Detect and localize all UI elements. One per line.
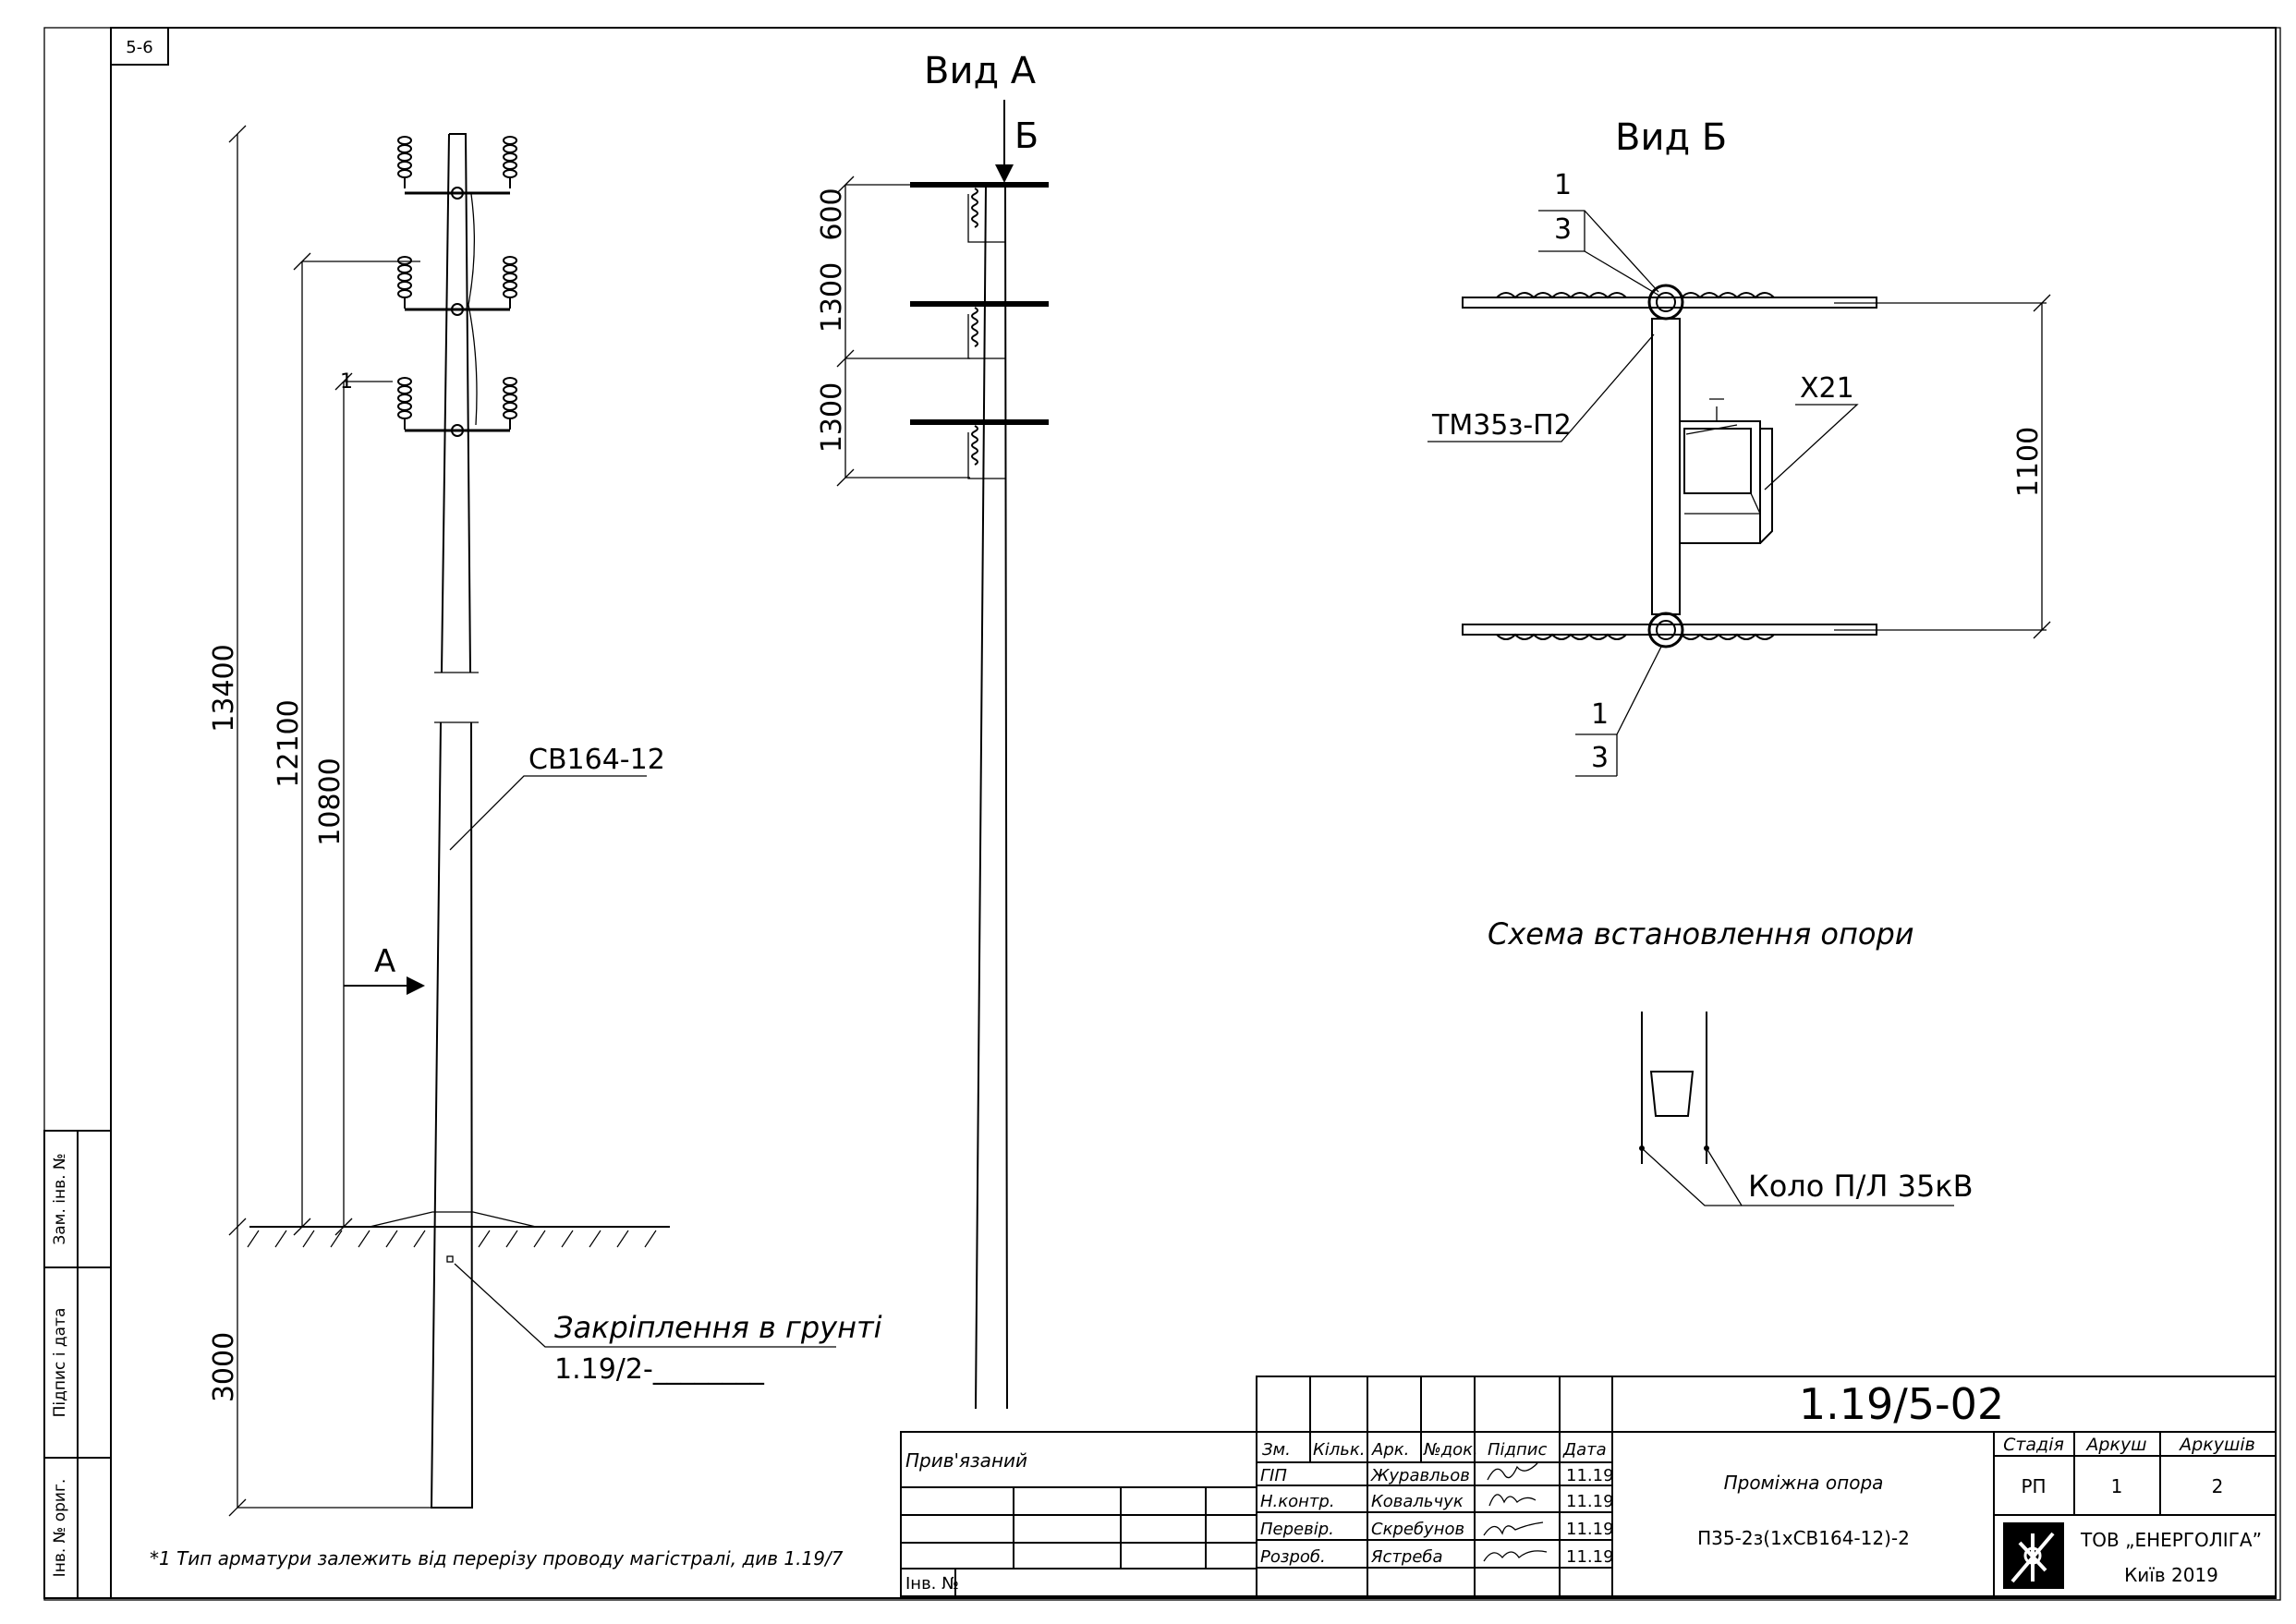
crossarm-label: ТМ35з-П2 (1431, 409, 1572, 442)
view-a: Вид А Б 600 1300 1300 (816, 50, 1049, 1410)
arrow-b-label: Б (1014, 115, 1039, 156)
row-date-0: 11.19 (1566, 1466, 1614, 1485)
row-name-3: Ястреба (1370, 1547, 1443, 1567)
arrow-a-label: А (374, 943, 395, 980)
company-logo (2003, 1522, 2064, 1589)
bottom-callout-pos: 1 (1591, 698, 1609, 731)
corner-tag-box (110, 27, 169, 66)
dim-upper-crossarm: 12100 (273, 699, 305, 787)
sheets-header: Аркушів (2178, 1435, 2255, 1455)
ground-fixing-ref: 1.19/2-________ (554, 1353, 765, 1386)
bracket-label: Х21 (1800, 372, 1854, 405)
dim-embedment: 3000 (208, 1332, 240, 1402)
view-a-title: Вид А (924, 50, 1037, 92)
inner-frame (110, 27, 2277, 1599)
row-name-0: Журавльов (1370, 1466, 1470, 1485)
pole-label: СВ164-12 (528, 744, 665, 776)
row-date-1: 11.19 (1566, 1492, 1614, 1511)
footnote: *1 Тип арматури залежить від перерізу пр… (150, 1547, 844, 1569)
bottom-callout-qty: 3 (1591, 742, 1609, 774)
item-title: Проміжна опора (1724, 1472, 1884, 1494)
dim-600: 600 (816, 188, 848, 240)
col-zm: Зм. (1262, 1440, 1291, 1460)
row-name-2: Скребунов (1371, 1520, 1464, 1539)
doc-code: 1.19/5-02 (1799, 1379, 2004, 1429)
col-qty: Кільк. (1313, 1440, 1366, 1460)
col-sheet: Арк. (1371, 1440, 1409, 1460)
signature-2 (1483, 1521, 1544, 1536)
row-role-2: Перевір. (1260, 1520, 1334, 1539)
scheme-title: Схема встановлення опори (1488, 916, 1914, 951)
row-role-3: Розроб. (1260, 1547, 1326, 1567)
leader-pos-1: 1 (340, 370, 353, 394)
company-name: ТОВ „ЕНЕРГОЛІГА” (2080, 1529, 2262, 1551)
top-callout-pos: 1 (1554, 169, 1572, 201)
inv-no-label: Інв. № (905, 1574, 959, 1594)
sheet-header: Аркуш (2084, 1435, 2146, 1455)
row-role-0: ГІП (1260, 1466, 1287, 1485)
city-year: Київ 2019 (2124, 1564, 2218, 1586)
view-b: Вид Б 1 3 1 3 ТМ35з-П2 Х21 (1427, 116, 2051, 777)
outer-border (43, 27, 2281, 1601)
strip-original-inv: Інв. № ориг. (51, 1479, 69, 1578)
top-callout-qty: 3 (1554, 213, 1572, 246)
attached-label: Прив'язаний (905, 1449, 1027, 1472)
sheets-value: 2 (2212, 1475, 2224, 1497)
title-block: Прив'язаний Інв. № Зм. Кільк. Арк. №док.… (900, 1376, 2277, 1597)
dim-1300-upper: 1300 (816, 262, 848, 333)
signature-3 (1483, 1550, 1548, 1562)
dim-total-height: 13400 (208, 644, 240, 732)
row-name-1: Ковальчук (1371, 1492, 1464, 1511)
item-code: П35-2з(1хСВ164-12)-2 (1697, 1527, 1910, 1549)
row-date-2: 11.19 (1566, 1520, 1614, 1539)
installation-scheme: Схема встановлення опори Коло П/Л 35кВ (1488, 916, 1974, 1206)
view-b-title: Вид Б (1615, 116, 1727, 159)
col-date: Дата (1562, 1440, 1607, 1460)
stage-value: РП (2021, 1475, 2046, 1497)
col-signature: Підпис (1488, 1440, 1547, 1460)
left-strip: Зам. інв. № Підпис і дата Інв. № ориг. (43, 1130, 112, 1599)
signature-1 (1488, 1494, 1537, 1507)
strip-replaced-inv: Зам. інв. № (51, 1153, 69, 1244)
scheme-label: Коло П/Л 35кВ (1748, 1169, 1974, 1204)
row-role-1: Н.контр. (1260, 1492, 1335, 1511)
ground-fixing-label: Закріплення в грунті (554, 1310, 882, 1345)
signature-0 (1487, 1462, 1538, 1481)
dim-span: 1100 (2012, 427, 2045, 497)
strip-signature-date: Підпис і дата (51, 1308, 69, 1418)
stage-header: Стадія (2003, 1435, 2064, 1455)
col-docno: №док. (1423, 1440, 1478, 1460)
dim-lower-crossarm: 10800 (314, 757, 346, 845)
dim-1300-lower: 1300 (816, 382, 848, 453)
sheet-value: 1 (2111, 1475, 2123, 1497)
ground-hatch (247, 1230, 657, 1248)
left-pole-view: 13400 12100 10800 3000 1 СВ164-12 А Закр… (208, 125, 882, 1517)
row-date-3: 11.19 (1566, 1547, 1614, 1567)
corner-tag: 5-6 (126, 38, 152, 57)
